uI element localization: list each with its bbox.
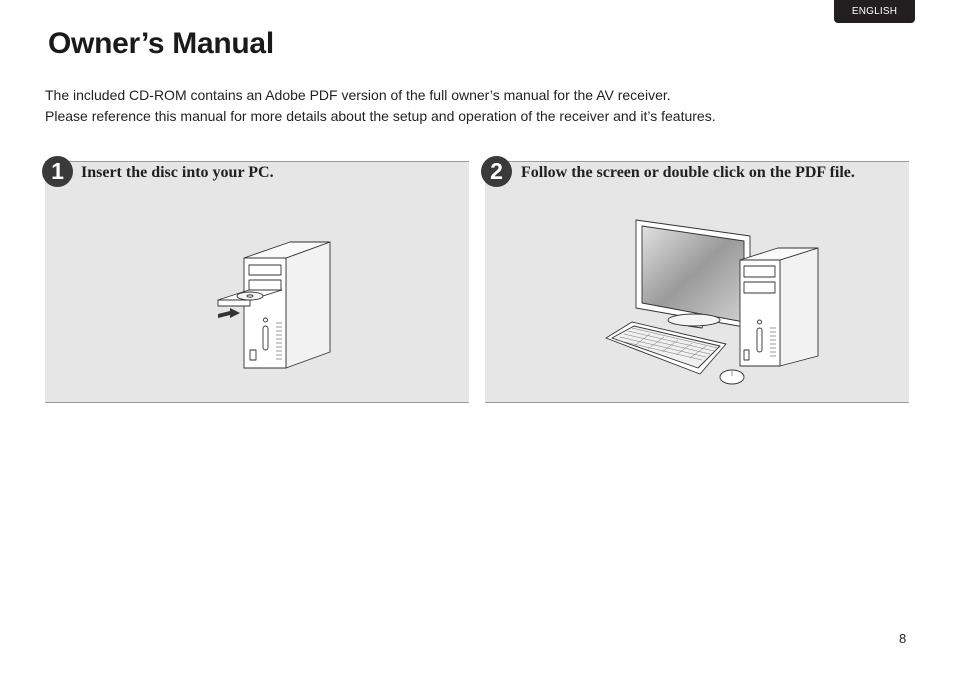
insert-arrow-icon <box>218 308 240 318</box>
intro-line-2: Please reference this manual for more de… <box>45 108 716 124</box>
step-2-instruction: Follow the screen or double click on the… <box>521 164 855 181</box>
intro-line-1: The included CD-ROM contains an Adobe PD… <box>45 87 671 103</box>
step-1-instruction: Insert the disc into your PC. <box>81 164 274 181</box>
desktop-computer-illustration <box>605 219 819 385</box>
page-title: Owner’s Manual <box>48 27 274 60</box>
language-tab: ENGLISH <box>834 0 915 23</box>
page-number: 8 <box>899 631 907 646</box>
pc-tower-disc-illustration <box>217 241 331 369</box>
intro-text: The included CD-ROM contains an Adobe PD… <box>45 85 905 127</box>
step-2-number-badge: 2 <box>481 156 512 187</box>
step-1-number-badge: 1 <box>42 156 73 187</box>
